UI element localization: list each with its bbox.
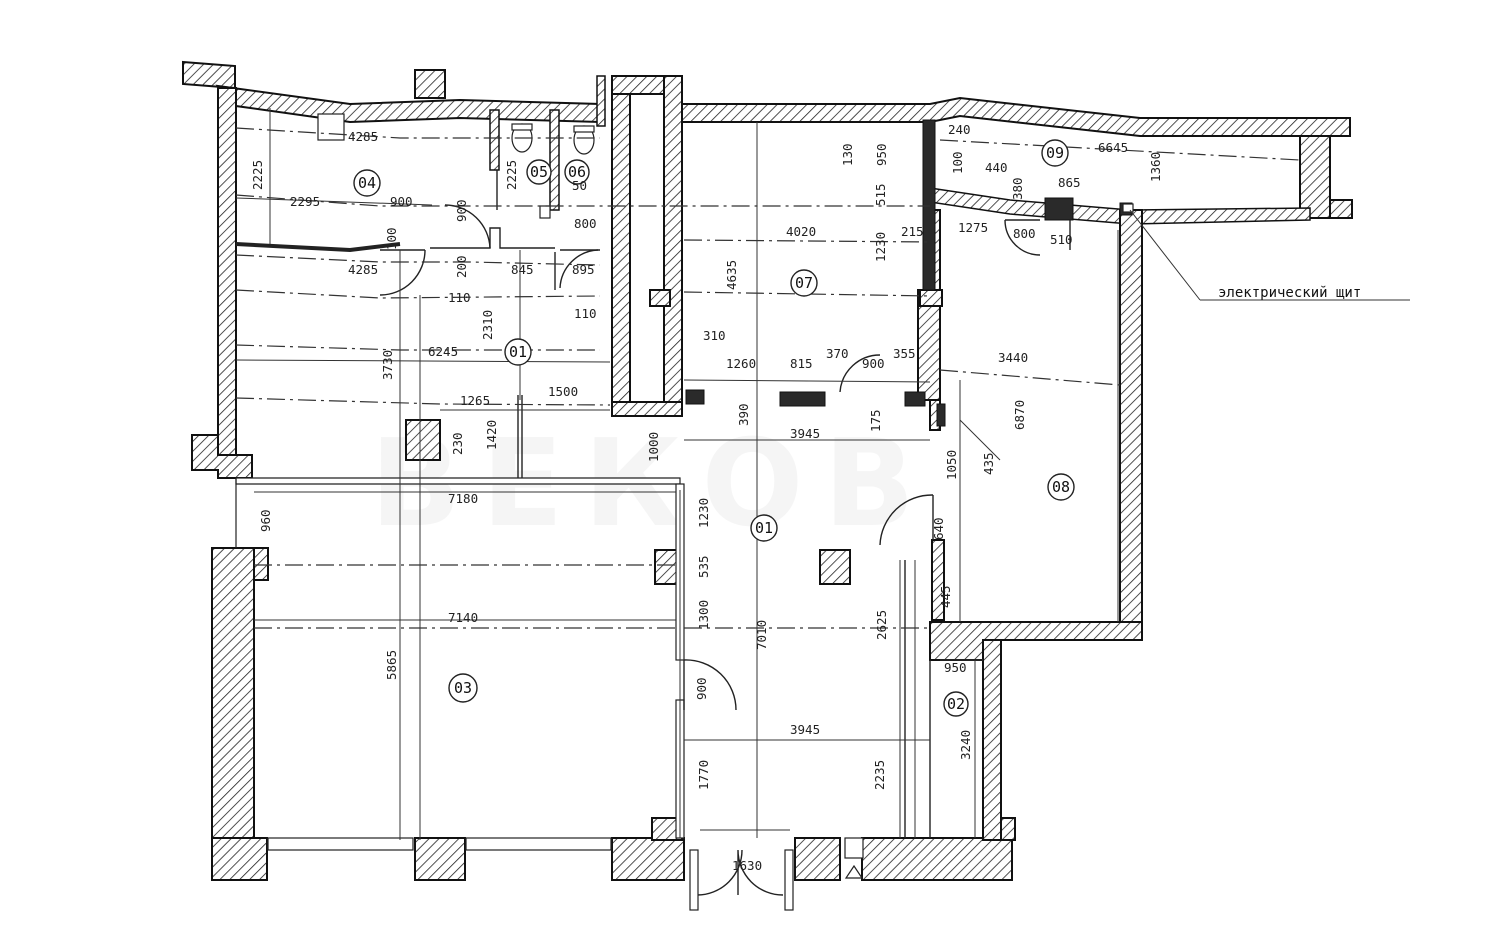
room-labels: 04 05 06 07 01 09 08 01 03 02 (358, 144, 1070, 713)
dimension-labels: 4285 2225 2295 900 900 100 4285 2225 200… (250, 122, 1163, 873)
dimension-label: 5865 (384, 650, 399, 680)
dimension-label: 50 (572, 178, 587, 193)
dimension-label: 2225 (504, 160, 519, 190)
dimension-label: 1265 (460, 393, 490, 408)
dimension-label: 355 (893, 346, 916, 361)
dimension-label: 800 (1013, 226, 1036, 241)
sink-icon (539, 205, 551, 219)
dimension-label: 230 (450, 432, 465, 455)
dimension-label: 1770 (696, 760, 711, 790)
room-02-label: 02 (947, 695, 965, 713)
dimension-label: 3945 (790, 426, 820, 441)
dimension-label: 380 (1010, 177, 1025, 200)
room-03-label: 03 (454, 679, 472, 697)
dimension-label: 435 (981, 452, 996, 475)
dimension-label: 3730 (380, 350, 395, 380)
room-09-label: 09 (1046, 144, 1064, 162)
dimension-label: 4020 (786, 224, 816, 239)
room-04-label: 04 (358, 174, 376, 192)
dimension-label: 4285 (348, 129, 378, 144)
room-06-label: 06 (568, 163, 586, 181)
dimension-label: 7010 (754, 620, 769, 650)
dimension-label: 4635 (724, 260, 739, 290)
dimension-label: 1360 (1148, 152, 1163, 182)
solid-partitions (685, 119, 1133, 427)
dimension-label: 2625 (874, 610, 889, 640)
dimension-label: 515 (873, 183, 888, 206)
room-01-main-label: 01 (755, 519, 773, 537)
dimension-label: 1230 (696, 498, 711, 528)
dimension-label: 100 (384, 227, 399, 250)
sink-icon (317, 113, 345, 141)
dimension-label: 215 (901, 224, 924, 239)
room-01-top-label: 01 (509, 343, 527, 361)
dimension-label: 1000 (646, 432, 661, 462)
dimension-label: 370 (826, 346, 849, 361)
dimension-label: 900 (454, 199, 469, 222)
dimension-label: 950 (944, 660, 967, 675)
dimension-label: 2295 (290, 194, 320, 209)
dimension-label: 1050 (944, 450, 959, 480)
dimension-label: 510 (1050, 232, 1073, 247)
dimension-label: 950 (874, 143, 889, 166)
dimension-label: 6245 (428, 344, 458, 359)
dimension-label: 440 (985, 160, 1008, 175)
dimension-label: 1230 (873, 232, 888, 262)
dimension-label: 3240 (958, 730, 973, 760)
dimension-lines (235, 108, 1410, 840)
dimension-label: 110 (448, 290, 471, 305)
room-05-label: 05 (530, 163, 548, 181)
dimension-label: 865 (1058, 175, 1081, 190)
room-07-label: 07 (795, 274, 813, 292)
dimension-label: 2235 (872, 760, 887, 790)
dimension-label: 1630 (732, 858, 762, 873)
dimension-label: 4285 (348, 262, 378, 277)
electrical-panel-label: электрический щит (1218, 285, 1361, 301)
dimension-label: 175 (868, 409, 883, 432)
dimension-label: 390 (736, 403, 751, 426)
dimension-label: 1420 (484, 420, 499, 450)
dimension-label: 845 (511, 262, 534, 277)
dimension-label: 3945 (790, 722, 820, 737)
dimension-label: 445 (938, 585, 953, 608)
dimension-label: 535 (696, 555, 711, 578)
dimension-label: 1275 (958, 220, 988, 235)
dimension-label: 110 (574, 306, 597, 321)
dimension-label: 100 (950, 151, 965, 174)
dimension-label: 815 (790, 356, 813, 371)
dimension-label: 2225 (250, 160, 265, 190)
dimension-label: 7140 (448, 610, 478, 625)
room-08-label: 08 (1052, 478, 1070, 496)
dimension-label: 200 (454, 255, 469, 278)
dimension-label: 900 (390, 194, 413, 209)
dimension-label: 130 (840, 143, 855, 166)
dimension-label: 2310 (480, 310, 495, 340)
dimension-label: 310 (703, 328, 726, 343)
dimension-label: 900 (862, 356, 885, 371)
dimension-label: 1500 (548, 384, 578, 399)
walls (182, 60, 1353, 881)
dimension-label: 640 (931, 517, 946, 540)
dimension-label: 900 (694, 677, 709, 700)
dimension-label: 240 (948, 122, 971, 137)
dimension-label: 1300 (696, 600, 711, 630)
room-markers (353, 139, 1075, 717)
dimension-label: 1260 (726, 356, 756, 371)
dimension-label: 895 (572, 262, 595, 277)
dimension-label: 6870 (1012, 400, 1027, 430)
dimension-label: 3440 (998, 350, 1028, 365)
dimension-label: 960 (258, 509, 273, 532)
doors (379, 204, 1041, 911)
dimension-label: 7180 (448, 491, 478, 506)
dimension-label: 800 (574, 216, 597, 231)
dimension-label: 6645 (1098, 140, 1128, 155)
